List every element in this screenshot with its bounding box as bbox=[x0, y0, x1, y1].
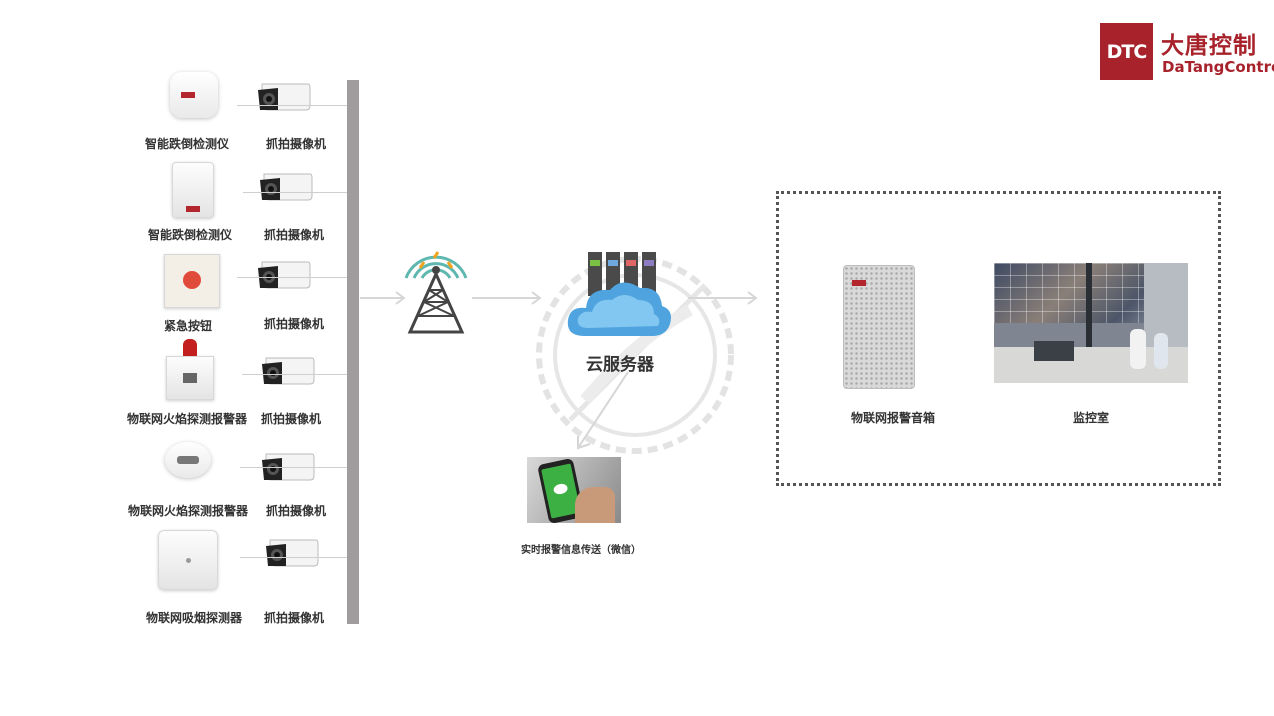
camera-label: 抓拍摄像机 bbox=[264, 228, 325, 242]
arrow-down-left-icon bbox=[577, 371, 629, 450]
emergency-button-icon bbox=[164, 254, 220, 308]
monitor-room-label: 监控室 bbox=[1073, 411, 1110, 425]
arrow-right-icon bbox=[688, 291, 758, 305]
connector-line bbox=[237, 105, 347, 106]
smoke-detector-device-icon bbox=[158, 530, 218, 590]
camera-label: 抓拍摄像机 bbox=[266, 137, 327, 151]
logo-name-cn: 大唐控制 bbox=[1161, 33, 1257, 59]
device-label: 物联网吸烟探测器 bbox=[146, 611, 243, 625]
logo-mark: DTC bbox=[1100, 23, 1153, 80]
smartphone-wechat-icon bbox=[527, 457, 621, 523]
bullet-camera-icon bbox=[262, 357, 315, 385]
device-label: 物联网火焰探测报警器 bbox=[128, 504, 249, 518]
camera-label: 抓拍摄像机 bbox=[261, 412, 322, 426]
device-label: 智能跌倒检测仪 bbox=[148, 228, 233, 242]
camera-label: 抓拍摄像机 bbox=[264, 317, 325, 331]
connector-line bbox=[243, 192, 347, 193]
connector-line bbox=[240, 557, 347, 558]
bullet-camera-icon bbox=[258, 261, 311, 289]
device-label: 紧急按钮 bbox=[164, 319, 213, 333]
monitor-room-photo bbox=[994, 263, 1188, 383]
wechat-label: 实时报警信息传送（微信） bbox=[521, 545, 641, 556]
camera-label: 抓拍摄像机 bbox=[264, 611, 325, 625]
logo-abbr: DTC bbox=[1106, 40, 1148, 63]
device-label: 物联网火焰探测报警器 bbox=[127, 412, 248, 426]
bullet-camera-icon bbox=[262, 453, 315, 481]
flame-detector-device-icon bbox=[166, 356, 214, 400]
arrow-right-icon bbox=[472, 291, 542, 305]
connector-line bbox=[240, 467, 347, 468]
bullet-camera-icon bbox=[258, 83, 311, 111]
output-area-box bbox=[776, 191, 1221, 486]
alarm-speaker-icon bbox=[843, 265, 915, 389]
cloud-server-icon bbox=[567, 252, 671, 336]
signal-tower-icon bbox=[404, 251, 468, 334]
connector-line bbox=[237, 277, 347, 278]
fall-detector-device-icon bbox=[170, 72, 218, 118]
alarm-beacon-icon bbox=[183, 339, 197, 357]
flame-detector-device-icon bbox=[165, 442, 211, 478]
connector-line bbox=[242, 374, 347, 375]
device-bus-bar bbox=[347, 80, 359, 624]
device-label: 智能跌倒检测仪 bbox=[145, 137, 230, 151]
arrow-right-icon bbox=[360, 291, 406, 305]
logo-name-en: DaTangControl bbox=[1162, 58, 1274, 76]
fall-detector-device-icon bbox=[172, 162, 214, 218]
bullet-camera-icon bbox=[266, 539, 319, 567]
camera-label: 抓拍摄像机 bbox=[266, 504, 327, 518]
speaker-label: 物联网报警音箱 bbox=[851, 411, 936, 425]
cloud-server-label: 云服务器 bbox=[586, 355, 654, 375]
bullet-camera-icon bbox=[260, 173, 313, 201]
